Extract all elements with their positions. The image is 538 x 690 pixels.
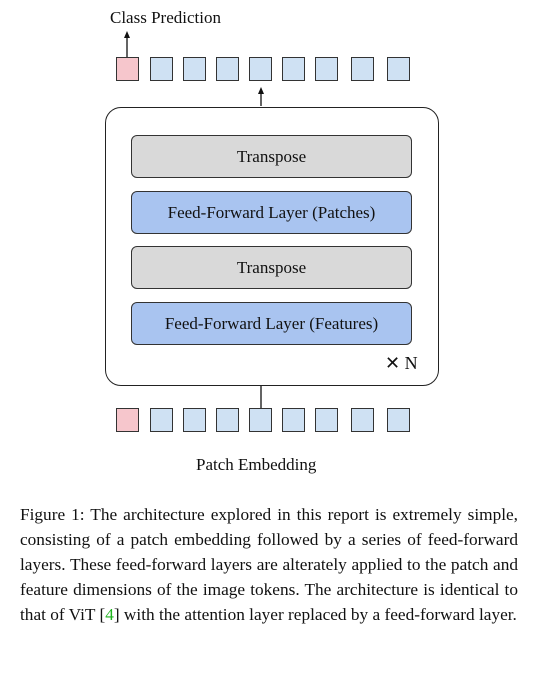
output-patch-token [183, 57, 206, 81]
output-patch-token [282, 57, 305, 81]
input-patch-token [282, 408, 305, 432]
class-arrow-head [124, 31, 130, 38]
block-out-arrow-head [258, 87, 264, 94]
output-patch-token [150, 57, 173, 81]
feed-forward-patches-layer: Feed-Forward Layer (Patches) [131, 191, 412, 234]
figure-caption: Figure 1: The architecture explored in t… [20, 502, 518, 627]
input-patch-token [387, 408, 410, 432]
output-patch-token [249, 57, 272, 81]
output-patch-token [351, 57, 374, 81]
feed-forward-features-layer: Feed-Forward Layer (Features) [131, 302, 412, 345]
transpose-layer-2-label: Transpose [236, 257, 307, 277]
input-patch-token [183, 408, 206, 432]
transpose-layer-1: Transpose [131, 135, 412, 178]
caption-text-end: ] with the attention layer replaced by a… [113, 605, 517, 624]
input-patch-token [216, 408, 239, 432]
citation-link[interactable]: 4 [105, 605, 114, 624]
transpose-layer-1-label: Transpose [236, 146, 307, 166]
output-patch-token [216, 57, 239, 81]
output-patch-token [387, 57, 410, 81]
transpose-layer-2: Transpose [131, 246, 412, 289]
class-prediction-label: Class Prediction [110, 8, 221, 27]
output-class-token [116, 57, 139, 81]
input-patch-token [351, 408, 374, 432]
repeat-count-label: ✕ N [385, 353, 418, 373]
input-patch-token [315, 408, 338, 432]
output-patch-token [315, 57, 338, 81]
input-patch-token [249, 408, 272, 432]
feed-forward-patches-label: Feed-Forward Layer (Patches) [167, 202, 376, 222]
feed-forward-features-label: Feed-Forward Layer (Features) [164, 313, 379, 333]
input-patch-token [150, 408, 173, 432]
input-class-token [116, 408, 139, 432]
patch-embedding-label: Patch Embedding [196, 455, 317, 474]
caption-text-start: Figure 1: The architecture explored in t… [20, 505, 518, 624]
